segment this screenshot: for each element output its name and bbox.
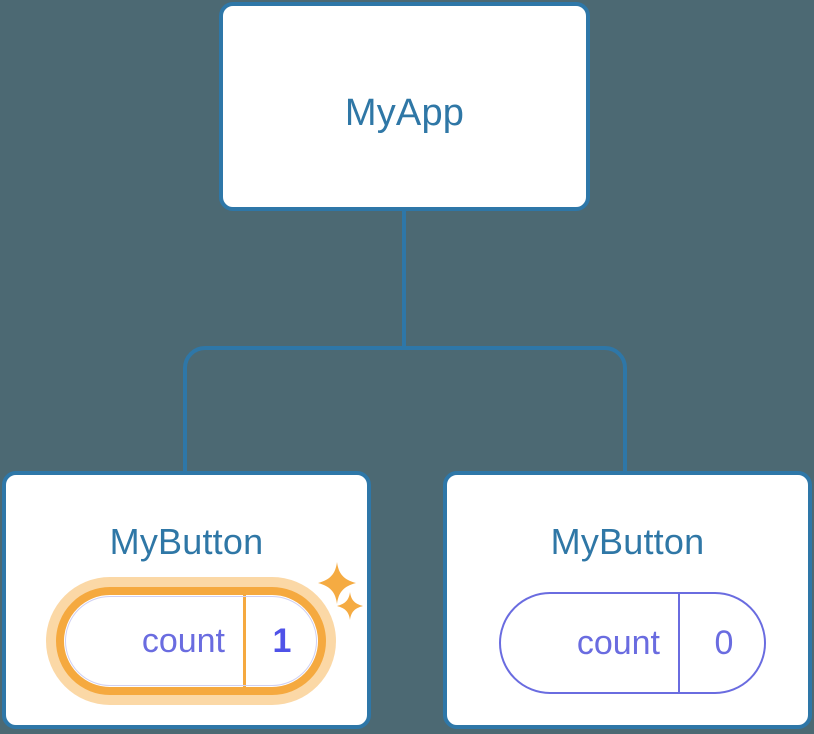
node-title-child-right: MyButton (550, 521, 705, 562)
sparkle-large-icon (318, 562, 356, 604)
state-key-label-left: count (141, 622, 225, 660)
state-pill-plain[interactable]: count 0 (499, 592, 766, 694)
connector-branch-right (404, 346, 627, 471)
state-key-label-right: count (576, 624, 660, 662)
node-card-root[interactable]: MyApp (219, 2, 590, 211)
node-card-child-right[interactable]: MyButton count 0 (443, 471, 812, 729)
sparkle-small-icon (337, 592, 363, 620)
node-card-child-left[interactable]: MyButton count 1 (2, 471, 371, 729)
node-title-root: MyApp (344, 92, 465, 134)
connector-branch-left (183, 346, 404, 471)
state-value-label-right: 0 (678, 594, 768, 692)
state-pill-ring: count 1 (56, 587, 326, 695)
state-pill-highlighted[interactable]: count 1 (46, 577, 336, 705)
node-title-child-left: MyButton (109, 521, 264, 562)
state-value-label-left: 1 (243, 595, 318, 687)
